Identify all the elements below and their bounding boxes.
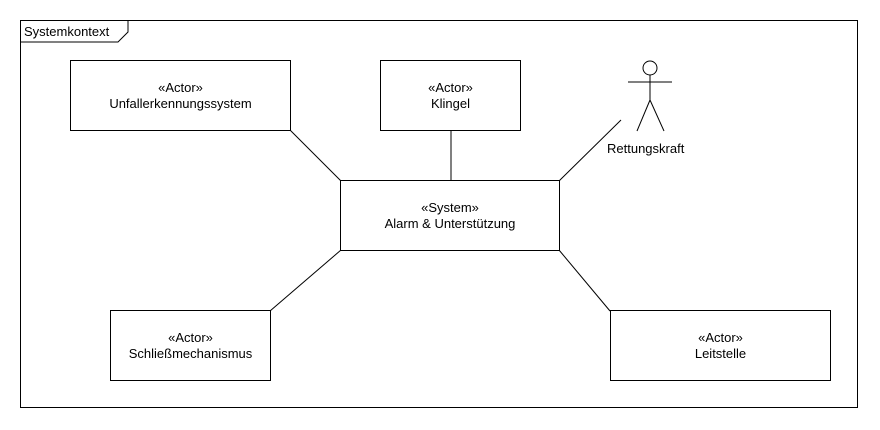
actor-name: Leitstelle bbox=[694, 345, 747, 361]
stick-figure-icon bbox=[628, 60, 672, 132]
actor-stereotype: «Actor» bbox=[428, 79, 473, 95]
link-leitstelle-system bbox=[558, 249, 611, 312]
link-unfallerkennung-system bbox=[289, 129, 342, 182]
human-actor-label: Rettungskraft bbox=[607, 141, 685, 156]
frame-tab-outline bbox=[20, 20, 129, 43]
actor-stereotype: «Actor» bbox=[168, 329, 213, 345]
system-alarm-unterstuetzung: «System» Alarm & Unterstützung bbox=[340, 180, 560, 251]
actor-name: Klingel bbox=[430, 95, 471, 111]
actor-schliessmechanismus: «Actor» Schließmechanismus bbox=[110, 310, 271, 381]
system-stereotype: «System» bbox=[421, 199, 479, 215]
actor-stereotype: «Actor» bbox=[698, 329, 743, 345]
actor-leitstelle: «Actor» Leitstelle bbox=[610, 310, 831, 381]
system-name: Alarm & Unterstützung bbox=[384, 215, 516, 231]
link-rettungskraft-system bbox=[558, 119, 622, 182]
actor-unfallerkennungssystem: «Actor» Unfallerkennungssystem bbox=[70, 60, 291, 131]
link-schliess-system bbox=[269, 249, 342, 312]
actor-klingel: «Actor» Klingel bbox=[380, 60, 521, 131]
actor-name: Schließmechanismus bbox=[128, 345, 253, 361]
system-context-frame bbox=[20, 20, 858, 408]
frame-label: Systemkontext bbox=[24, 24, 110, 39]
actor-stereotype: «Actor» bbox=[158, 79, 203, 95]
actor-name: Unfallerkennungssystem bbox=[109, 95, 252, 111]
